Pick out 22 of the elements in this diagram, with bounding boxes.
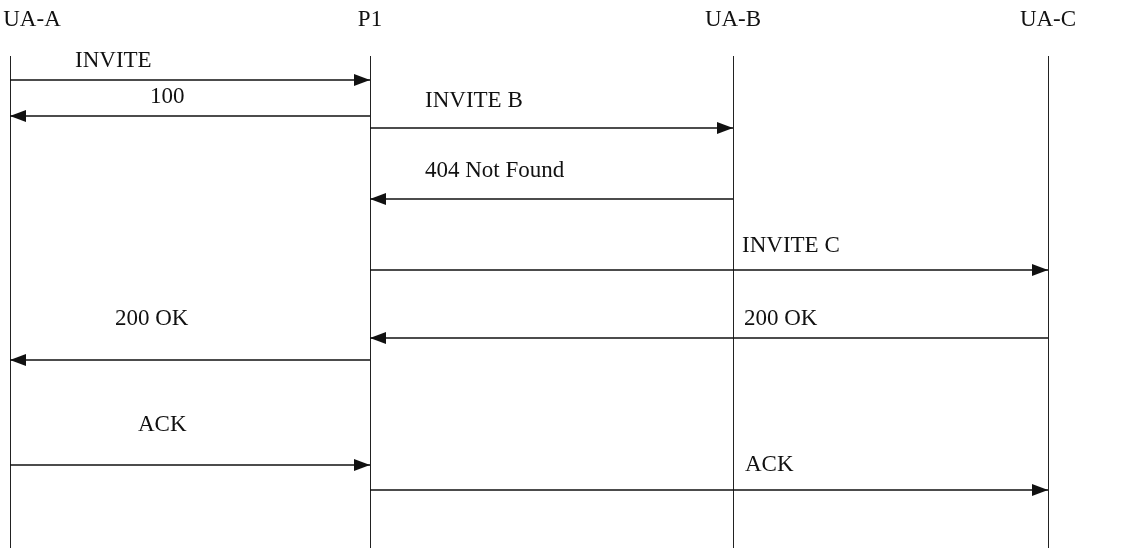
message-arrow	[369, 193, 734, 205]
participant-label: UA-A	[2, 5, 62, 33]
message-label: ACK	[138, 411, 187, 437]
message-arrow	[9, 459, 371, 471]
message-label: INVITE	[75, 47, 152, 73]
participant-label: UA-B	[703, 5, 763, 33]
participant-label: UA-C	[1018, 5, 1078, 33]
message-arrow	[369, 484, 1049, 496]
message-arrow	[369, 122, 734, 134]
message-arrow	[369, 264, 1049, 276]
message-label: 404 Not Found	[425, 157, 565, 183]
message-label: 100	[150, 83, 185, 109]
participant-label: P1	[356, 5, 384, 33]
message-arrow	[369, 332, 1049, 344]
message-label: INVITE C	[742, 232, 840, 258]
message-label: INVITE B	[425, 87, 523, 113]
message-label: ACK	[745, 451, 794, 477]
message-arrow	[9, 354, 371, 366]
message-label: 200 OK	[115, 305, 189, 331]
message-arrow	[9, 110, 371, 122]
message-label: 200 OK	[744, 305, 818, 331]
message-arrow	[9, 74, 371, 86]
